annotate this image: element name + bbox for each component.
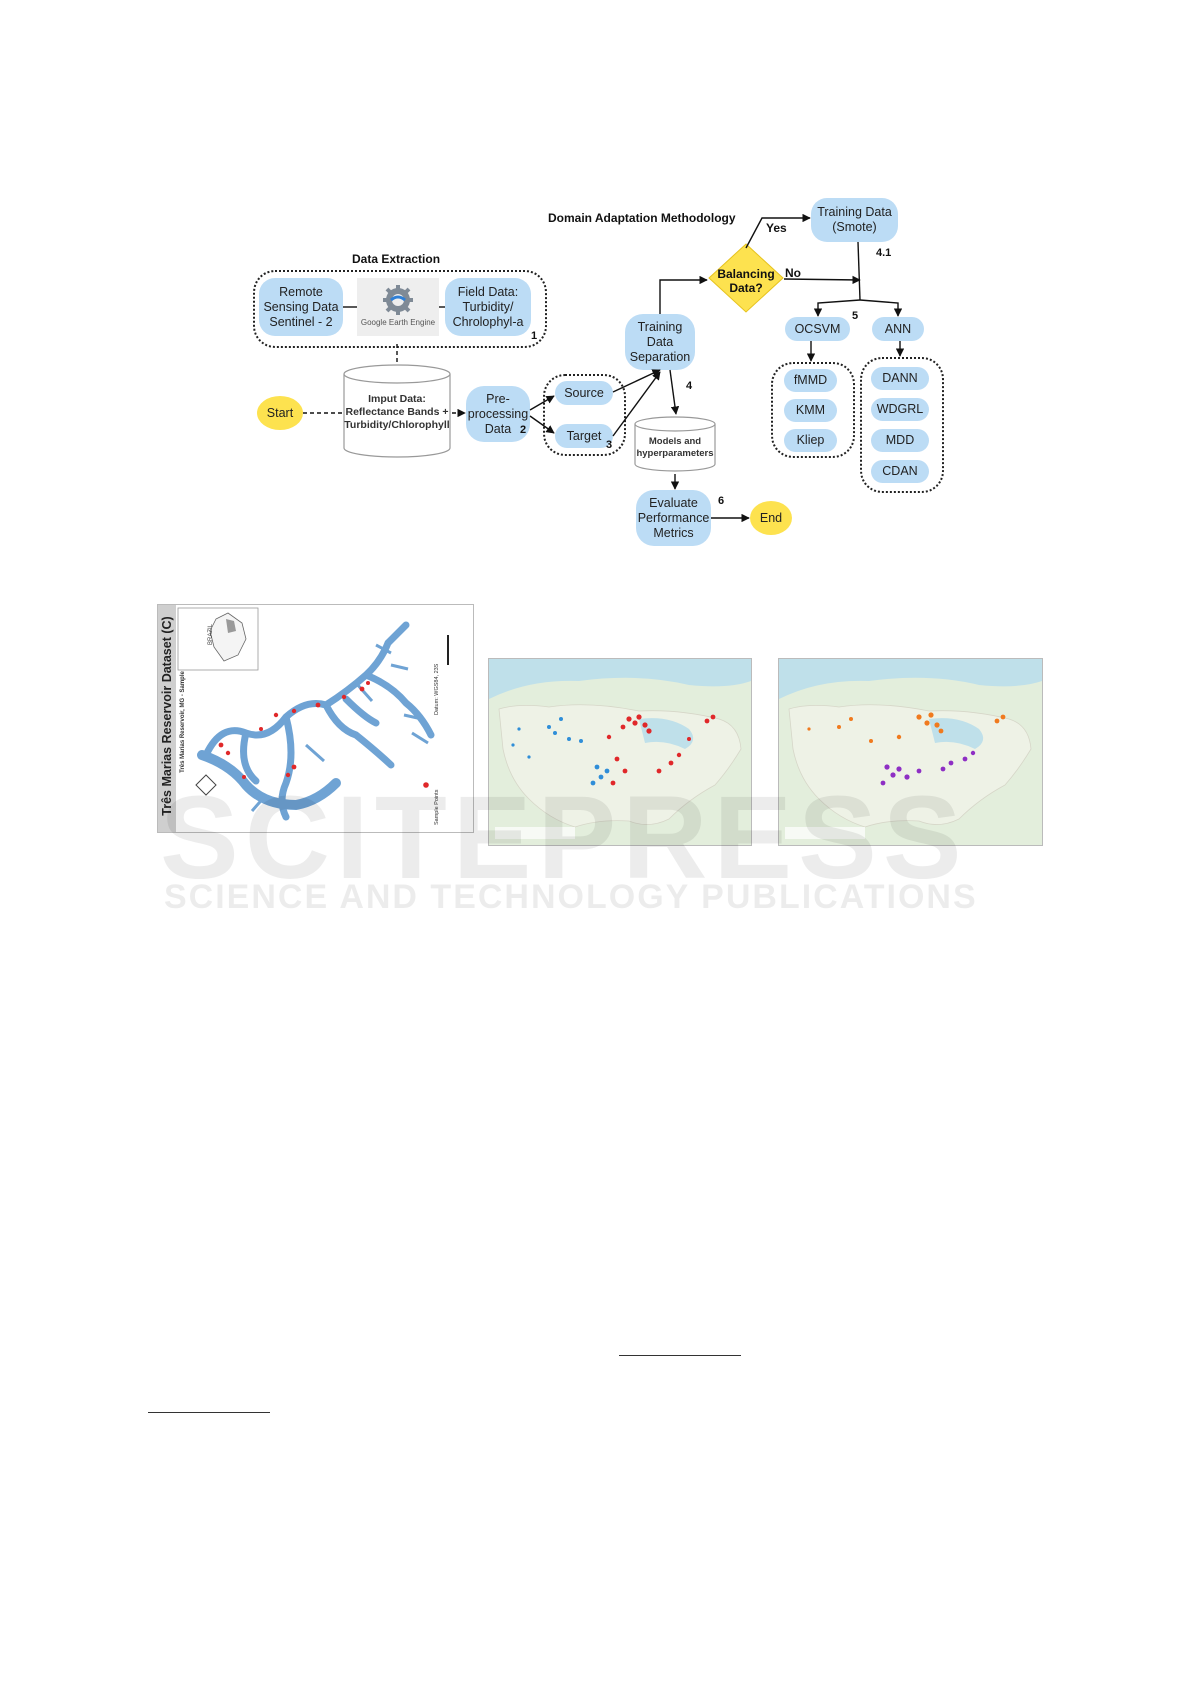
training-separation-node: Training Data Separation (625, 314, 695, 370)
footnote-rule-right (619, 1355, 741, 1356)
ann-methods-group (860, 357, 944, 493)
connectors (303, 213, 905, 523)
tres-marias-map: Três Marias Reservoir Dataset (C) Três M… (157, 604, 474, 833)
models-label: Models and hyperparameters (636, 436, 714, 459)
dann-node: DANN (871, 367, 929, 390)
map-title-bar (158, 605, 176, 832)
step-3: 3 (606, 439, 613, 451)
ann-node: ANN (872, 317, 924, 341)
usa-map-target (778, 658, 1043, 846)
step-1: 1 (531, 330, 538, 342)
svg-text:Sample Points: Sample Points (434, 789, 440, 825)
input-data-cylinder (343, 364, 451, 458)
balancing-decision-diamond (708, 243, 784, 313)
evaluate-node: Evaluate Performance Metrics (636, 490, 711, 546)
edge-label-yes: Yes (766, 221, 787, 235)
models-cylinder (634, 416, 716, 472)
mdd-node: MDD (871, 429, 929, 452)
kliep-node: Kliep (784, 429, 837, 452)
preprocessing-node: Pre- processing Data (466, 386, 530, 442)
gee-label: Google Earth Engine (360, 318, 436, 327)
source-node: Source (555, 381, 613, 405)
usa-map-drawing (489, 677, 751, 845)
kmm-node: KMM (784, 399, 837, 422)
training-smote-node: Training Data (Smote) (811, 198, 898, 242)
step-2: 2 (520, 424, 527, 436)
watermark-publications: SCIENCE AND TECHNOLOGY PUBLICATIONS (164, 878, 978, 916)
data-extraction-group (253, 270, 547, 348)
wdgrl-node: WDGRL (871, 398, 929, 421)
watermark-scitepress: SCITEPRESS (160, 772, 968, 904)
data-extraction-label: Data Extraction (352, 252, 441, 266)
edge-label-no: No (785, 266, 801, 280)
reservoir-drawing: BRAZIL Sample Points Datum: WGS84, 23S (177, 607, 449, 825)
step-5: 5 (852, 310, 859, 322)
end-terminal: End (750, 501, 792, 535)
step-6: 6 (718, 495, 725, 507)
ocsvm-node: OCSVM (785, 317, 850, 341)
field-data-node: Field Data: Turbidity/ Chrolophyl-a (445, 278, 531, 336)
start-terminal: Start (257, 396, 303, 430)
input-data-label: Imput Data: Reflectance Bands + Turbidit… (344, 393, 450, 431)
svg-text:BRAZIL: BRAZIL (208, 623, 214, 645)
usa-map-source (488, 658, 752, 846)
step-4-1: 4.1 (876, 247, 892, 259)
fmmd-node: fMMD (784, 369, 837, 392)
remote-sensing-node: Remote Sensing Data Sentinel - 2 (259, 278, 343, 336)
source-target-group (543, 374, 626, 456)
google-earth-engine-logo: Google Earth Engine (357, 278, 439, 336)
svg-text:Datum: WGS84, 23S: Datum: WGS84, 23S (434, 663, 440, 715)
diagram-title: Domain Adaptation Methodology (548, 211, 736, 225)
cdan-node: CDAN (871, 460, 929, 483)
step-4: 4 (686, 380, 693, 392)
target-node: Target (555, 424, 613, 448)
footnote-rule-left (148, 1412, 270, 1413)
balancing-label: Balancing Data? (717, 267, 775, 295)
usa-map-drawing-2 (779, 677, 1042, 845)
ocsvm-methods-group (771, 362, 855, 458)
